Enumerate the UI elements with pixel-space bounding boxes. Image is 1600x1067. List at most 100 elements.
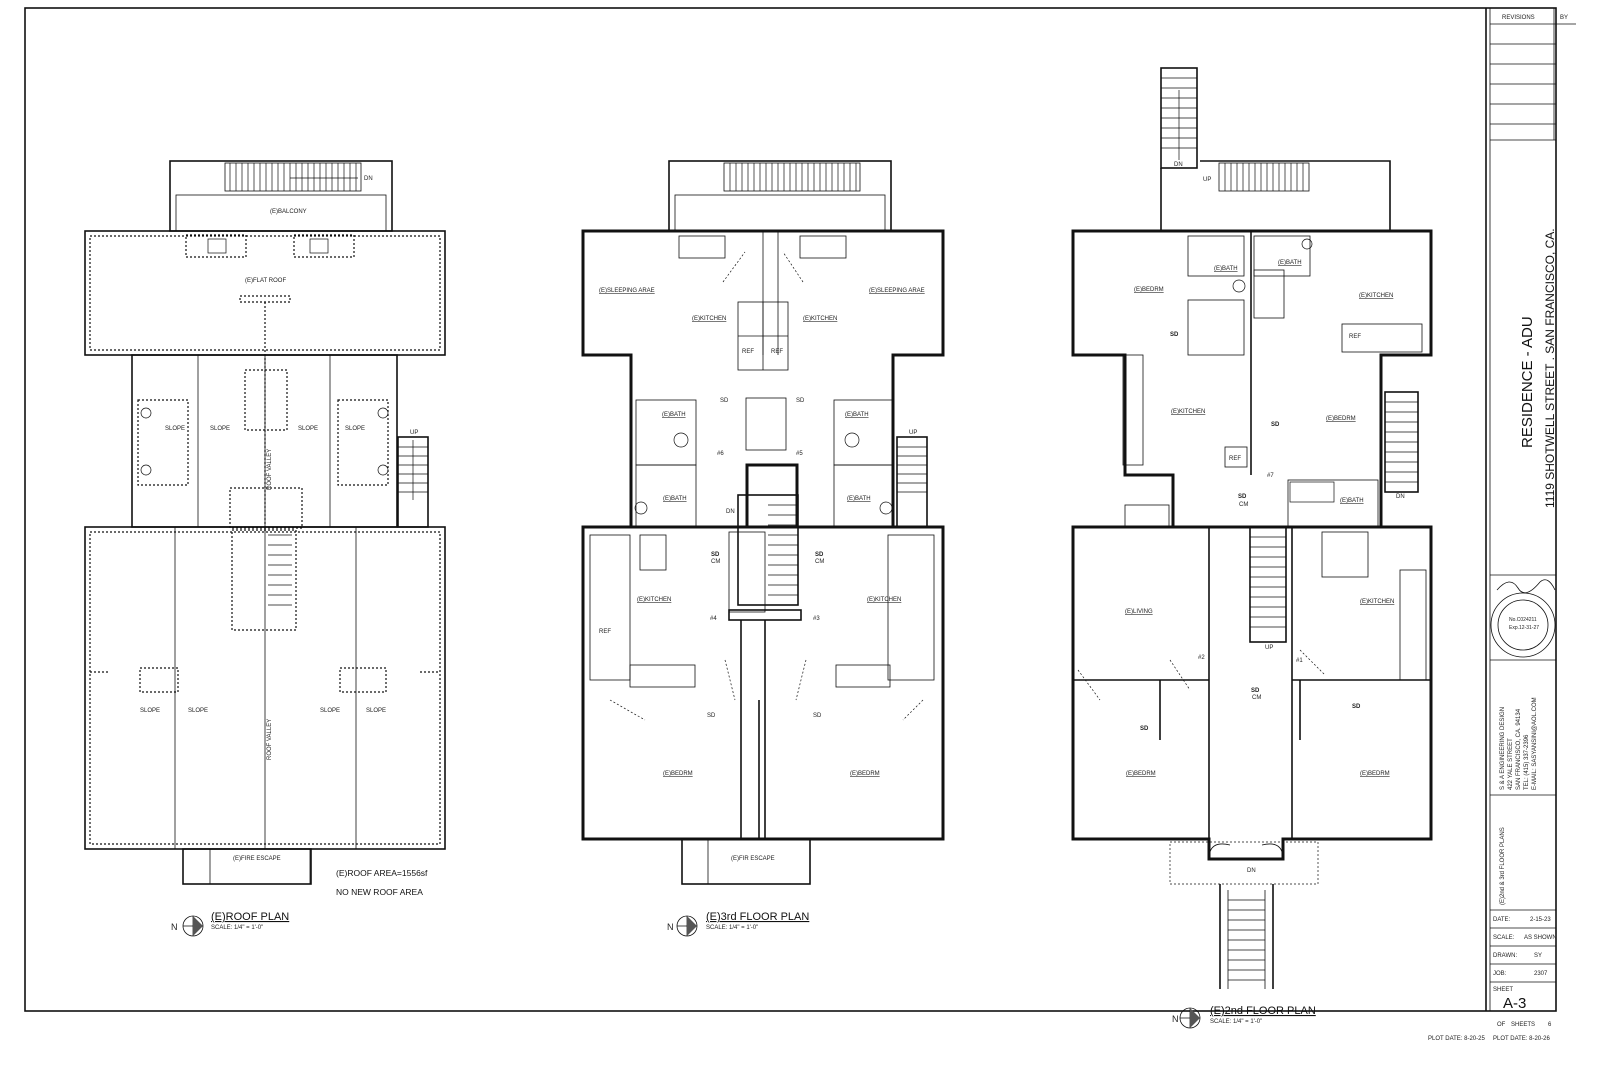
unit-3-label: #3 <box>813 616 820 622</box>
slope-label: SLOPE <box>165 426 185 432</box>
third-up-label: UP <box>909 430 917 436</box>
slope-label: SLOPE <box>320 708 340 714</box>
second-up-label: UP <box>1265 645 1273 651</box>
firm-street: 422 YALE STREET <box>1508 738 1514 790</box>
unit-4-label: #4 <box>710 616 717 622</box>
second-cm-label: CM <box>1252 695 1261 701</box>
firm-info: S & A ENGINEERING DESIGN 422 YALE STREET… <box>1500 697 1538 790</box>
third-ref-label: REF <box>742 349 754 355</box>
third-floor-scale: SCALE: 1/4" = 1'-0" <box>706 925 758 931</box>
second-bedrm-label: (E)BEDRM <box>1134 287 1164 293</box>
by-header: BY <box>1560 15 1568 21</box>
roof-area-note: (E)ROOF AREA=1556sf <box>336 868 428 878</box>
north-arrow: N <box>171 915 204 937</box>
sheets-value: 6 <box>1548 1022 1552 1028</box>
job-value: 2307 <box>1534 971 1548 977</box>
third-sd-label: SD <box>720 398 729 404</box>
firm-email: E-MAIL: SASYANSINI@AOL.COM <box>1532 697 1538 790</box>
second-up-label: UP <box>1203 177 1211 183</box>
third-kitchen-label: (E)KITCHEN <box>803 316 837 322</box>
second-sd-label: SD <box>1271 422 1280 428</box>
project-name: RESIDENCE - ADU <box>1519 316 1536 448</box>
second-cm-label: CM <box>1239 502 1248 508</box>
roof-plan-title: (E)ROOF PLAN <box>211 911 289 923</box>
second-kitchen-label: (E)KITCHEN <box>1360 599 1394 605</box>
drawn-value: SY <box>1534 953 1542 959</box>
slope-label: SLOPE <box>140 708 160 714</box>
roof-balcony-label: (E)BALCONY <box>270 209 307 215</box>
second-upper-walls <box>1071 229 1433 529</box>
flat-roof-label: (E)FLAT ROOF <box>245 278 286 284</box>
unit-6-label: #6 <box>717 451 724 457</box>
second-sd-label: SD <box>1170 332 1179 338</box>
second-dn-label: DN <box>1396 494 1405 500</box>
third-fire-escape-label: (E)FIR ESCAPE <box>731 856 775 862</box>
date-label: DATE: <box>1493 917 1511 923</box>
slope-label: SLOPE <box>345 426 365 432</box>
third-sd-label: SD <box>707 713 716 719</box>
scale-value: AS SHOWN <box>1524 935 1557 941</box>
job-label: JOB: <box>1493 971 1507 977</box>
second-floor-title: (E)2nd FLOOR PLAN <box>1210 1005 1316 1017</box>
second-bath-label: (E)BATH <box>1340 498 1364 504</box>
third-bath-label: (E)BATH <box>845 412 869 418</box>
third-sd-label: SD <box>711 552 720 558</box>
third-lower-walls <box>581 525 945 841</box>
third-sd-label: SD <box>815 552 824 558</box>
roof-valley-label: ROOF VALLEY <box>267 719 273 760</box>
title-block-frame <box>1489 7 1557 1012</box>
slope-label: SLOPE <box>188 708 208 714</box>
north-arrow: N <box>1172 1007 1201 1029</box>
north-label: N <box>1172 1014 1179 1024</box>
third-ref-label: REF <box>599 629 611 635</box>
project-address: 1119 SHOTWELL STREET . SAN FRANCISCO, CA… <box>1543 228 1557 508</box>
second-kitchen-label: (E)KITCHEN <box>1171 409 1205 415</box>
scale-label: SCALE: <box>1493 935 1515 941</box>
revisions-header: REVISIONS <box>1502 15 1535 21</box>
roof-balcony-outline <box>169 160 393 232</box>
seal-number: No.C024211 <box>1509 617 1537 623</box>
second-sd-label: SD <box>1238 494 1247 500</box>
second-kitchen-label: (E)KITCHEN <box>1359 293 1393 299</box>
second-sd-label: SD <box>1140 726 1149 732</box>
sheet-label: SHEET <box>1493 987 1513 993</box>
sheet-description: (E)2nd & 3rd FLOOR PLANS <box>1500 827 1506 905</box>
roof-fire-escape-label: (E)FIRE ESCAPE <box>233 856 281 862</box>
third-cm-label: CM <box>711 559 720 565</box>
second-sd-label: SD <box>1251 688 1260 694</box>
roof-valley-label: ROOF VALLEY <box>267 449 273 490</box>
engineer-seal: No.C024211 Exp. 12-31-27 <box>1490 579 1556 658</box>
of-label: OF <box>1497 1022 1506 1028</box>
slope-label: SLOPE <box>210 426 230 432</box>
slope-label: SLOPE <box>298 426 318 432</box>
unit-2-label: #2 <box>1198 655 1205 661</box>
second-dn-label: DN <box>1247 868 1256 874</box>
third-balcony-outline <box>668 160 892 232</box>
roof-plan-scale: SCALE: 1/4" = 1'-0" <box>211 925 263 931</box>
title-block: REVISIONS BY RESIDENCE - ADU 1119 SHOTWE… <box>1490 8 1576 1042</box>
second-ref-label: REF <box>1229 456 1241 462</box>
unit-1-label: #1 <box>1296 658 1303 664</box>
third-cm-label: CM <box>815 559 824 565</box>
third-dn-label: DN <box>726 509 735 515</box>
roof-balcony-stair <box>224 162 362 192</box>
seal-exp-label: Exp. <box>1509 625 1519 631</box>
plot-date-left: PLOT DATE: 8-20-25 <box>1428 1036 1485 1042</box>
skylight-left <box>185 234 247 258</box>
plot-date: PLOT DATE: 8-20-26 <box>1493 1036 1550 1042</box>
roof-fire-escape <box>182 848 312 885</box>
third-kitchen-label: (E)KITCHEN <box>867 597 901 603</box>
third-upper-walls <box>581 229 945 529</box>
roof-dn-label: DN <box>364 176 373 182</box>
skylight-right <box>293 234 355 258</box>
third-sleeping-label: (E)SLEEPING ARAE <box>599 288 655 294</box>
third-floor-title: (E)3rd FLOOR PLAN <box>706 911 809 923</box>
third-floor-plan: (E)SLEEPING ARAE (E)SLEEPING ARAE (E)KIT… <box>581 160 945 937</box>
third-kitchen-label: (E)KITCHEN <box>692 316 726 322</box>
firm-name: S & A ENGINEERING DESIGN <box>1500 707 1506 790</box>
firm-tel: TEL: (415) 337-2396 <box>1524 734 1530 790</box>
third-bedrm-label: (E)BEDRM <box>663 771 693 777</box>
unit-7-label: #7 <box>1267 473 1274 479</box>
new-roof-area-note: NO NEW ROOF AREA <box>336 887 423 897</box>
